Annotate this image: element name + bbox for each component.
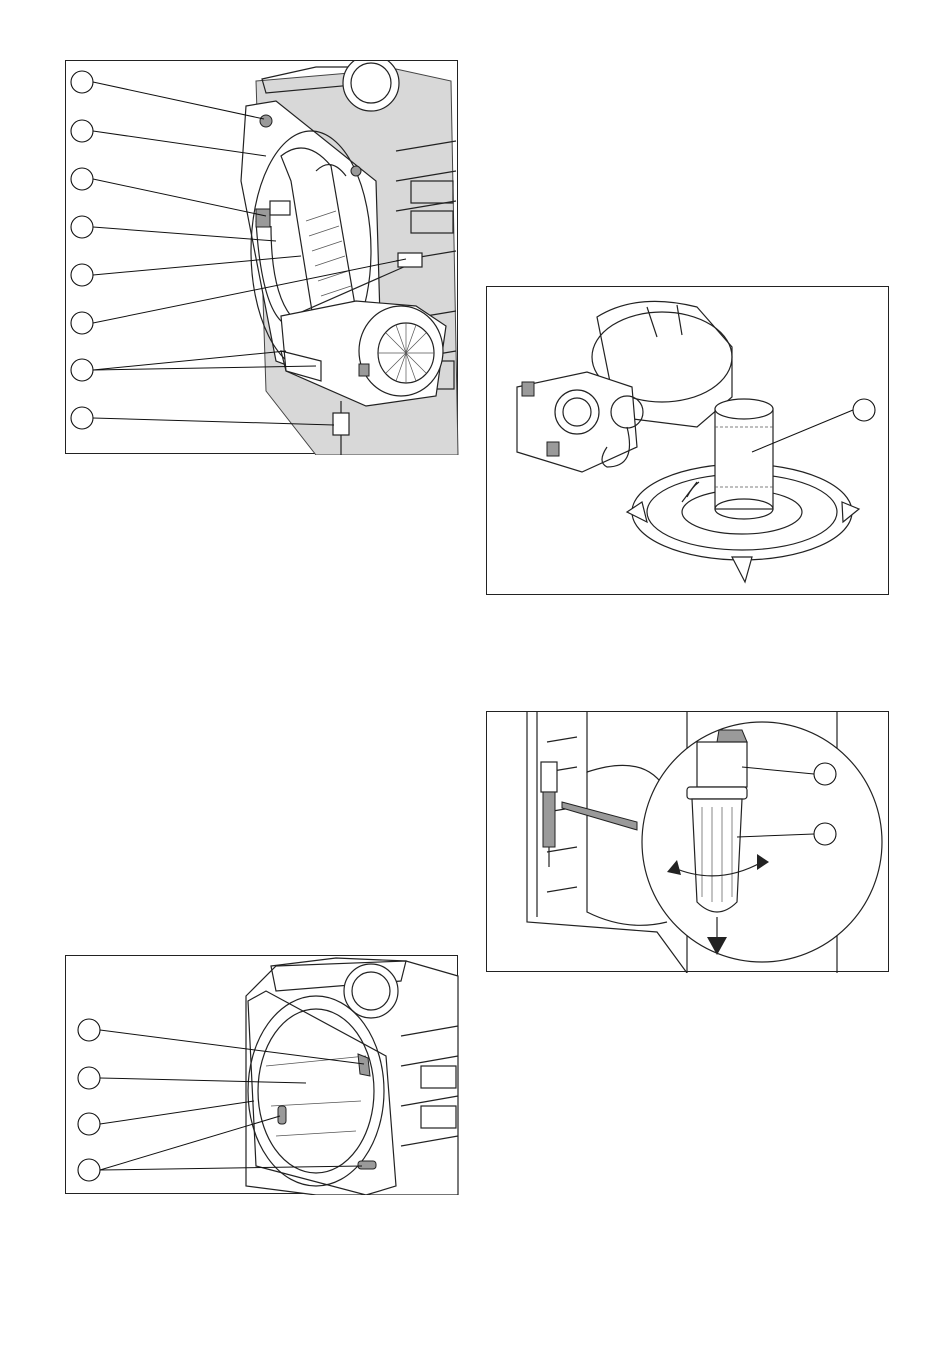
callout-circle-4 bbox=[71, 216, 93, 238]
electrode-removal-illustration bbox=[487, 712, 890, 973]
callout-circle-2 bbox=[814, 823, 836, 845]
callout-circle-5 bbox=[71, 264, 93, 286]
callout-circle-3 bbox=[78, 1113, 100, 1135]
callout-circle-4 bbox=[78, 1159, 100, 1181]
figure-heat-exchanger bbox=[65, 955, 458, 1194]
callout-circle-2 bbox=[78, 1067, 100, 1089]
gas-valve bbox=[517, 372, 643, 472]
callout-circle-8 bbox=[71, 407, 93, 429]
heat-exchanger-illustration bbox=[66, 956, 459, 1195]
callout-circle-2 bbox=[71, 120, 93, 142]
callout-circle-1 bbox=[71, 71, 93, 93]
leader-3 bbox=[93, 179, 266, 216]
callout-circle-1 bbox=[814, 763, 836, 785]
callout-circle-1 bbox=[853, 399, 875, 421]
callout-circle-6 bbox=[71, 312, 93, 334]
burner-removed-illustration bbox=[487, 287, 890, 596]
figure-burner-removed bbox=[486, 286, 889, 595]
magnifier-circle bbox=[642, 722, 882, 962]
magnifier-pointer bbox=[562, 802, 637, 830]
callout-circle-7 bbox=[71, 359, 93, 381]
figure-burner-assembly bbox=[65, 60, 458, 454]
leader-2 bbox=[93, 131, 266, 156]
leader-4 bbox=[93, 227, 276, 241]
callout-circle-3 bbox=[71, 168, 93, 190]
burner-assembly-illustration bbox=[66, 61, 459, 455]
leader-3 bbox=[100, 1101, 254, 1124]
burner-tube bbox=[715, 399, 773, 519]
figure-electrode-removal bbox=[486, 711, 889, 972]
leader-1 bbox=[93, 82, 264, 119]
callout-circle-1 bbox=[78, 1019, 100, 1041]
